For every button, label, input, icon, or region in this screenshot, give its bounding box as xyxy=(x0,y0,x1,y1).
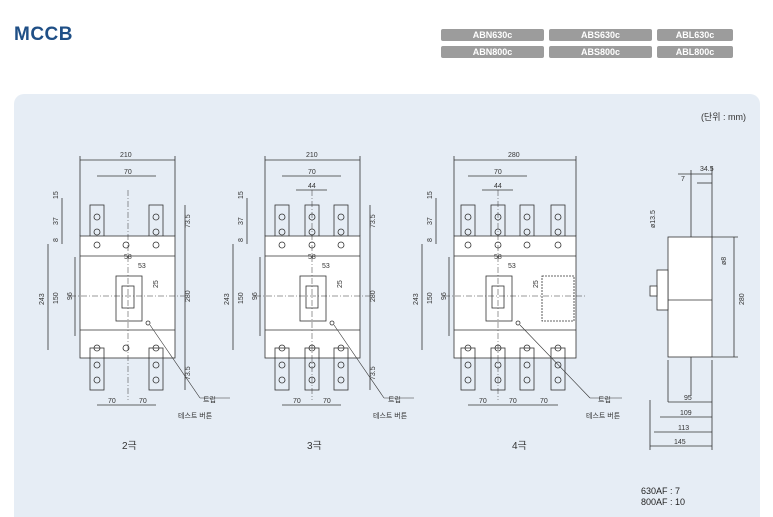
dim-pitch: 70 xyxy=(509,398,517,405)
dim-pitch: 70 xyxy=(293,398,301,405)
model-tag: ABS630c xyxy=(549,29,652,41)
model-tag: ABS800c xyxy=(549,46,652,58)
dim-58: 58 xyxy=(494,254,502,261)
trip-label: 트립 xyxy=(388,396,401,404)
dim-243: 243 xyxy=(413,293,420,305)
weight-note: 800AF : 10 xyxy=(641,497,686,507)
dim-96: 96 xyxy=(441,292,448,300)
dim-pitch: 70 xyxy=(108,398,116,405)
dim-phi8: ø8 xyxy=(721,257,728,265)
dim-width: 280 xyxy=(508,152,520,159)
dim-73-5: 73.5 xyxy=(185,366,192,380)
dim-58: 58 xyxy=(124,254,132,261)
dim-top: 70 xyxy=(308,169,316,176)
dim-pitch: 70 xyxy=(323,398,331,405)
dim-73-5: 73.5 xyxy=(370,366,377,380)
dim-243: 243 xyxy=(39,293,46,305)
weight-note: 630AF : 7 xyxy=(641,486,681,496)
dim-7: 7 xyxy=(681,176,685,183)
dim-width: 210 xyxy=(120,152,132,159)
dim-53: 53 xyxy=(138,263,146,270)
dim-44: 44 xyxy=(308,183,316,190)
dim-243: 243 xyxy=(224,293,231,305)
caption-4pole: 4극 xyxy=(512,441,527,452)
model-tag: ABN800c xyxy=(441,46,544,58)
dim-109: 109 xyxy=(680,410,692,417)
dim-73-5: 73.5 xyxy=(370,214,377,228)
page-title: MCCB xyxy=(14,24,73,45)
dim-top: 70 xyxy=(494,169,502,176)
dim-73-5: 73.5 xyxy=(185,214,192,228)
test-button-label: 테스트 버튼 xyxy=(373,411,408,420)
dim-width: 210 xyxy=(306,152,318,159)
dim-150: 150 xyxy=(238,292,245,304)
dim-25: 25 xyxy=(337,280,344,288)
dim-37: 37 xyxy=(427,217,434,225)
model-tag: ABN630c xyxy=(441,29,544,41)
dim-pitch: 70 xyxy=(139,398,147,405)
caption-2pole: 2극 xyxy=(122,441,137,452)
breaker-side-view xyxy=(649,166,738,450)
dim-96: 96 xyxy=(252,292,259,300)
dim-25: 25 xyxy=(153,280,160,288)
trip-label: 트립 xyxy=(203,396,216,404)
dim-8: 8 xyxy=(53,238,60,242)
dim-pitch: 70 xyxy=(540,398,548,405)
breaker-3pole-view xyxy=(232,156,371,406)
test-button-label: 테스트 버튼 xyxy=(586,411,621,420)
dim-25: 25 xyxy=(533,280,540,288)
dim-53: 53 xyxy=(322,263,330,270)
model-tag: ABL630c xyxy=(657,29,733,41)
dim-150: 150 xyxy=(53,292,60,304)
dim-8: 8 xyxy=(427,238,434,242)
unit-label: (단위 : mm) xyxy=(700,112,746,122)
dim-53: 53 xyxy=(508,263,516,270)
dim-150: 150 xyxy=(427,292,434,304)
dim-37: 37 xyxy=(238,217,245,225)
dim-15: 15 xyxy=(238,191,245,199)
dim-37: 37 xyxy=(53,217,60,225)
dim-280: 280 xyxy=(185,290,192,302)
dim-pitch: 70 xyxy=(479,398,487,405)
dim-96: 96 xyxy=(67,292,74,300)
dim-280: 280 xyxy=(739,293,746,305)
dim-8: 8 xyxy=(238,238,245,242)
dim-44: 44 xyxy=(494,183,502,190)
dim-15: 15 xyxy=(427,191,434,199)
model-tag-group: ABN630c ABS630c ABL630c ABN800c ABS800c … xyxy=(441,29,733,58)
dim-145: 145 xyxy=(674,439,686,446)
trip-label: 트립 xyxy=(598,396,611,404)
dim-13-5: ø13.5 xyxy=(650,210,657,228)
caption-3pole: 3극 xyxy=(307,441,322,452)
dim-34-5: 34.5 xyxy=(700,166,714,173)
dim-58: 58 xyxy=(308,254,316,261)
dim-95: 95 xyxy=(684,395,692,402)
dim-15: 15 xyxy=(53,191,60,199)
dim-280: 280 xyxy=(370,290,377,302)
dim-top: 70 xyxy=(124,169,132,176)
breaker-2pole-view xyxy=(47,156,186,406)
dim-113: 113 xyxy=(678,425,689,432)
test-button-label: 테스트 버튼 xyxy=(178,411,213,420)
model-tag: ABL800c xyxy=(657,46,733,58)
breaker-4pole-view xyxy=(421,156,586,406)
